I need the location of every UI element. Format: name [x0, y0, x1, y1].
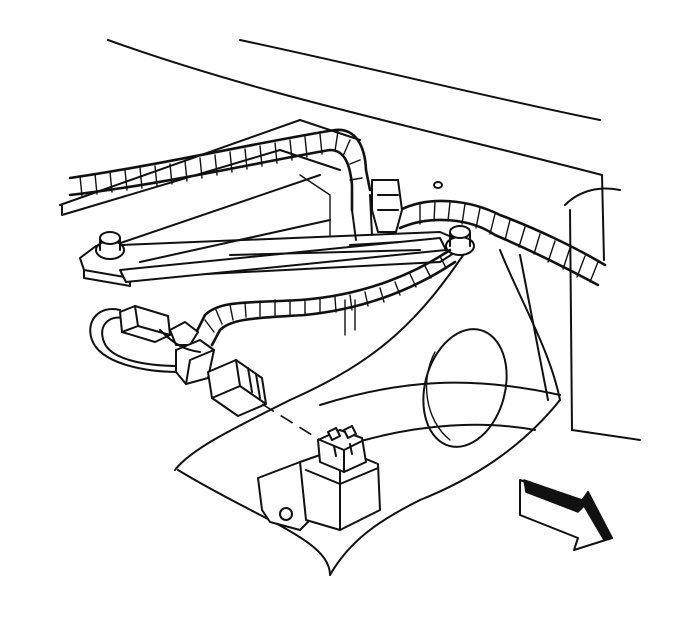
- strut-brace: [119, 237, 447, 283]
- view-direction-arrow: [519, 479, 613, 551]
- sensor-module: [257, 425, 381, 531]
- alignment-line: [261, 403, 321, 441]
- wiring-harness: [68, 128, 607, 347]
- inner-fender-wheelhouse: [174, 174, 561, 576]
- mounting-bolt: [95, 181, 475, 260]
- harness-connector: [89, 305, 267, 417]
